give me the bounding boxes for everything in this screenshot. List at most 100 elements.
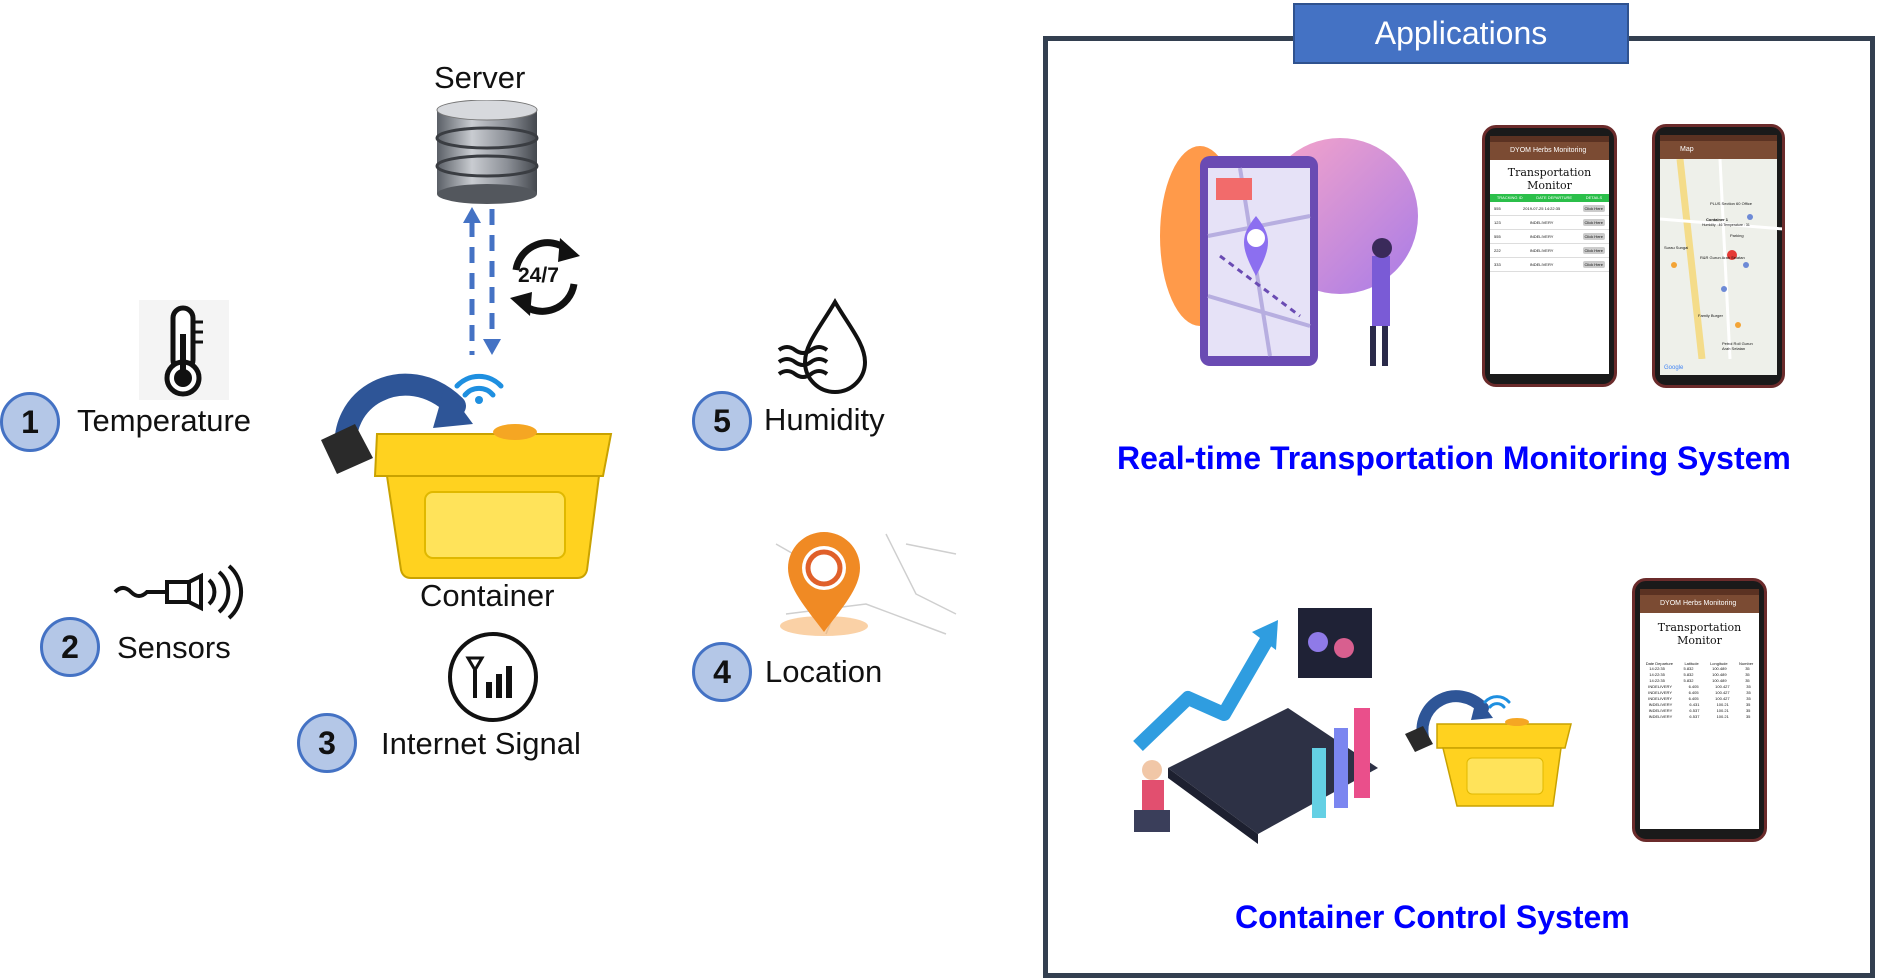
map-google-label: Google bbox=[1664, 365, 1684, 371]
table-cell: 100.21 bbox=[1716, 702, 1729, 707]
location-pin-icon bbox=[775, 532, 957, 636]
table-cell: 6.431 bbox=[1689, 702, 1700, 707]
table-cell: 14:22:35 bbox=[1649, 672, 1665, 677]
phone-c-header: DYOM Herbs Monitoring bbox=[1640, 595, 1759, 613]
table-row: 555 2019-07-25 14:22:35 Click Here bbox=[1490, 202, 1609, 216]
table-cell: 6.537 bbox=[1689, 714, 1700, 719]
humidity-label: Humidity bbox=[764, 402, 885, 437]
table-cell: 222 bbox=[1494, 248, 1501, 253]
table-cell: 123 bbox=[1494, 220, 1501, 225]
phone-c-title: Transportation Monitor bbox=[1657, 621, 1742, 647]
table-cell: 100.427 bbox=[1715, 690, 1730, 695]
click-here-button[interactable]: Click Here bbox=[1582, 219, 1605, 226]
map-place-label: PLUS Section 60 Office bbox=[1710, 201, 1752, 206]
table-cell: 100.21 bbox=[1716, 714, 1729, 719]
table-cell: 100.427 bbox=[1715, 684, 1730, 689]
table-cell: 6.405 bbox=[1688, 684, 1699, 689]
table-cell: 100.21 bbox=[1716, 708, 1729, 713]
location-label: Location bbox=[765, 654, 883, 689]
table-cell: INDELIVERY bbox=[1529, 234, 1554, 239]
phone-c-col: Latitude bbox=[1684, 661, 1699, 666]
table-cell: INDELIVERY bbox=[1529, 262, 1554, 267]
table-cell: 100.427 bbox=[1715, 696, 1730, 701]
table-cell: 35 bbox=[1745, 678, 1750, 683]
table-cell: 555 bbox=[1494, 206, 1501, 211]
map-place-label: Container 1 bbox=[1706, 217, 1729, 222]
table-cell: INDELIVERY bbox=[1529, 248, 1554, 253]
phone-a-col: DATE DEPARTURE bbox=[1536, 195, 1573, 200]
table-cell: INDELIVERY bbox=[1648, 714, 1673, 719]
table-cell: INDELIVERY bbox=[1648, 684, 1672, 689]
map-tablet-illustration bbox=[1160, 138, 1418, 366]
phone-container-table: DYOM Herbs Monitoring Transportation Mon… bbox=[1632, 578, 1767, 842]
phone-c-col: Longitude bbox=[1710, 661, 1728, 666]
table-row: INDELIVERY 6.405 100.427 35 bbox=[1640, 684, 1759, 690]
table-cell: 35 bbox=[1746, 696, 1751, 701]
map-place-label: R&R Gurun Arah Selatan bbox=[1700, 255, 1745, 260]
small-container-illustration bbox=[1405, 690, 1572, 807]
phone-c-col: Date Departure bbox=[1645, 661, 1674, 666]
item-number-4: 4 bbox=[692, 642, 752, 702]
table-cell: 5.832 bbox=[1683, 666, 1694, 671]
map-place-label: Humidity : 46 Temperature : 31 bbox=[1702, 223, 1750, 227]
applications-title: Applications bbox=[1293, 3, 1629, 64]
table-cell: 35 bbox=[1745, 714, 1751, 719]
server-label: Server bbox=[434, 60, 526, 95]
table-cell: 35 bbox=[1745, 666, 1750, 671]
container-illustration bbox=[321, 373, 613, 579]
table-cell: 14:22:35 bbox=[1649, 666, 1665, 671]
phone-c-col: Number bbox=[1739, 661, 1754, 666]
table-cell: 2019-07-25 14:22:35 bbox=[1523, 206, 1561, 211]
table-cell: 555 bbox=[1494, 234, 1501, 239]
table-cell: 35 bbox=[1746, 684, 1751, 689]
item-number-2: 2 bbox=[40, 617, 100, 677]
map-place-label: Petrol Roll Gurun Arah Selatan bbox=[1722, 341, 1753, 351]
phone-a-title: Transportation Monitor bbox=[1507, 166, 1592, 192]
table-cell: 35 bbox=[1745, 708, 1751, 713]
click-here-button[interactable]: Click Here bbox=[1582, 233, 1605, 240]
item-number-5: 5 bbox=[692, 391, 752, 451]
click-here-button[interactable]: Click Here bbox=[1582, 205, 1605, 212]
table-cell: 6.537 bbox=[1689, 708, 1700, 713]
table-row: INDELIVERY 6.537 100.21 35 bbox=[1640, 708, 1759, 714]
click-here-button[interactable]: Click Here bbox=[1582, 261, 1605, 268]
app2-title: Container Control System bbox=[1235, 899, 1630, 935]
click-here-button[interactable]: Click Here bbox=[1582, 247, 1605, 254]
thermometer-icon bbox=[139, 300, 229, 400]
cycle-label: 24/7 bbox=[518, 264, 559, 287]
cycle-24-7-icon bbox=[510, 238, 580, 316]
container-label: Container bbox=[420, 578, 555, 613]
table-cell: 100.489 bbox=[1712, 666, 1727, 671]
signal-icon bbox=[448, 632, 538, 722]
table-cell: 6.405 bbox=[1688, 696, 1699, 701]
map-place-label: Surau Sungai bbox=[1664, 245, 1689, 250]
table-cell: INDELIVERY bbox=[1648, 690, 1672, 695]
table-cell: 100.489 bbox=[1712, 672, 1727, 677]
item-number-3: 3 bbox=[297, 713, 357, 773]
humidity-icon bbox=[777, 298, 868, 394]
sensor-icon bbox=[113, 564, 244, 620]
map-place-label: Parking bbox=[1730, 233, 1744, 238]
table-cell: 6.405 bbox=[1688, 690, 1699, 695]
phone-a-header: DYOM Herbs Monitoring bbox=[1490, 142, 1609, 160]
sensors-label: Sensors bbox=[117, 630, 231, 665]
map-place-label: Family Burger bbox=[1698, 313, 1723, 318]
data-link-arrows bbox=[463, 207, 501, 355]
phone-monitor-table: DYOM Herbs Monitoring Transportation Mon… bbox=[1482, 125, 1617, 387]
table-cell: INDELIVERY bbox=[1648, 702, 1673, 707]
table-row: INDELIVERY 6.405 100.427 35 bbox=[1640, 690, 1759, 696]
table-cell: 35 bbox=[1746, 690, 1751, 695]
server-icon bbox=[435, 100, 539, 204]
table-cell: 5.832 bbox=[1683, 672, 1694, 677]
table-row: INDELIVERY 6.537 100.21 35 bbox=[1640, 714, 1759, 720]
table-cell: 35 bbox=[1745, 702, 1751, 707]
phone-map: Map PLUS Section 60 Office Container 1 H… bbox=[1652, 124, 1785, 388]
phone-map-view bbox=[1659, 158, 1782, 360]
table-cell: INDELIVERY bbox=[1648, 708, 1673, 713]
